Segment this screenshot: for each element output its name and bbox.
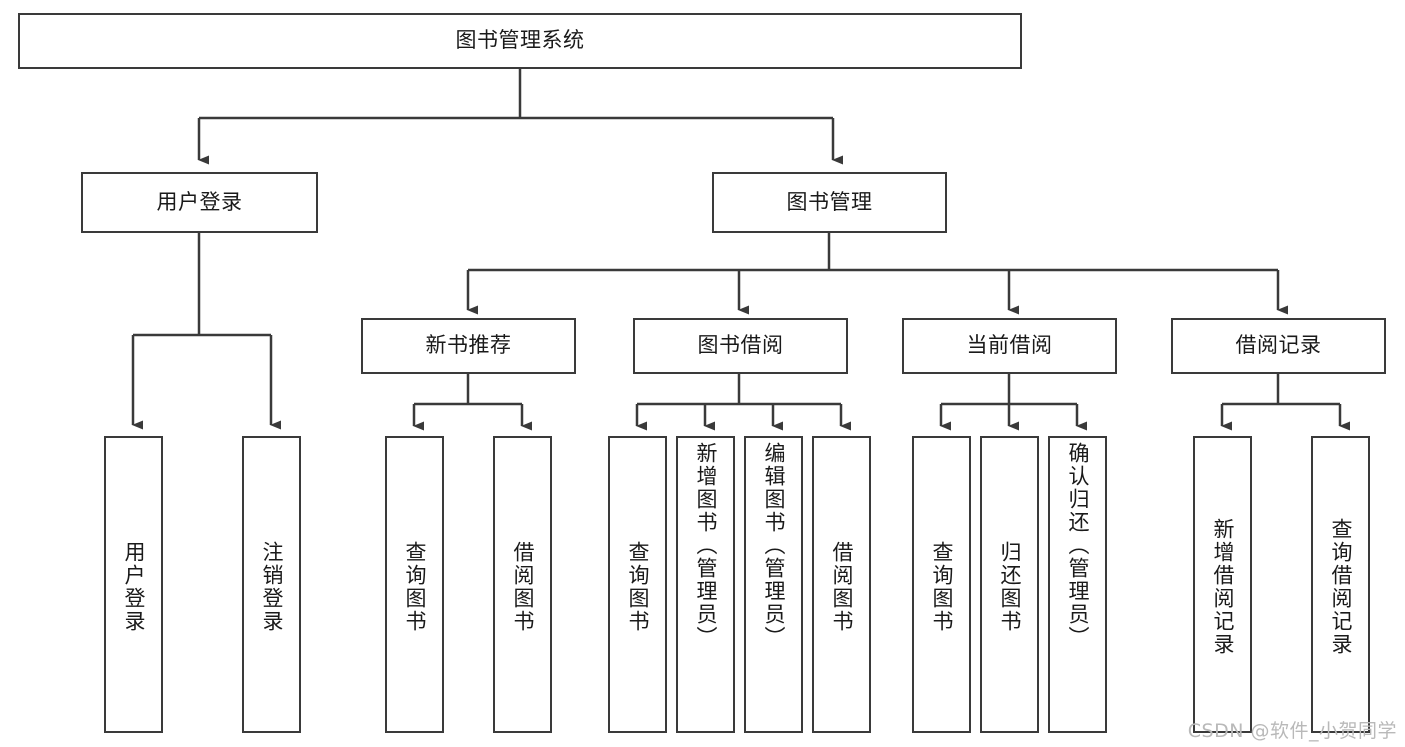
leaf-label: 用户登录 <box>121 540 146 633</box>
leaf-label: 注销登录 <box>259 540 284 633</box>
leaf-label: 编辑图书（管理员） <box>761 442 786 649</box>
leaf-label: 新增图书（管理员） <box>693 442 718 649</box>
node-user-login-label: 用户登录 <box>156 189 243 214</box>
leaf-label: 查询图书 <box>929 540 954 633</box>
node-root-label: 图书管理系统 <box>455 28 585 53</box>
leaf-label: 归还图书 <box>997 540 1022 633</box>
leaf-label: 借阅图书 <box>510 540 535 633</box>
leaf-label: 借阅图书 <box>829 540 854 633</box>
node-book-management-label: 图书管理 <box>786 189 873 214</box>
leaf-new-book-query[interactable]: 查询图书 <box>385 436 444 733</box>
leaf-label: 查询图书 <box>625 540 650 633</box>
node-new-book-recommend[interactable]: 新书推荐 <box>361 318 576 374</box>
node-user-login[interactable]: 用户登录 <box>81 172 318 233</box>
leaf-label: 查询借阅记录 <box>1328 517 1353 656</box>
node-book-borrow-label: 图书借阅 <box>697 333 784 358</box>
leaf-book-borrow-query[interactable]: 查询图书 <box>608 436 667 733</box>
watermark-text: CSDN @软件_小贺同学 <box>1187 720 1397 742</box>
node-current-borrow-label: 当前借阅 <box>966 333 1053 358</box>
node-book-borrow[interactable]: 图书借阅 <box>633 318 848 374</box>
leaf-current-borrow-confirm[interactable]: 确认归还（管理员） <box>1048 436 1107 733</box>
node-book-management[interactable]: 图书管理 <box>712 172 947 233</box>
node-borrow-record-label: 借阅记录 <box>1235 333 1322 358</box>
leaf-label: 新增借阅记录 <box>1210 517 1235 656</box>
leaf-user-login-logout[interactable]: 注销登录 <box>242 436 301 733</box>
leaf-borrow-record-query[interactable]: 查询借阅记录 <box>1311 436 1370 733</box>
node-current-borrow[interactable]: 当前借阅 <box>902 318 1117 374</box>
leaf-user-login-login[interactable]: 用户登录 <box>104 436 163 733</box>
node-root[interactable]: 图书管理系统 <box>18 13 1022 69</box>
leaf-book-borrow-borrow[interactable]: 借阅图书 <box>812 436 871 733</box>
node-borrow-record[interactable]: 借阅记录 <box>1171 318 1386 374</box>
leaf-current-borrow-return[interactable]: 归还图书 <box>980 436 1039 733</box>
leaf-borrow-record-add[interactable]: 新增借阅记录 <box>1193 436 1252 733</box>
leaf-new-book-borrow[interactable]: 借阅图书 <box>493 436 552 733</box>
node-new-book-recommend-label: 新书推荐 <box>425 333 512 358</box>
leaf-book-borrow-edit[interactable]: 编辑图书（管理员） <box>744 436 803 733</box>
leaf-current-borrow-query[interactable]: 查询图书 <box>912 436 971 733</box>
leaf-label: 确认归还（管理员） <box>1065 442 1090 649</box>
leaf-label: 查询图书 <box>402 540 427 633</box>
leaf-book-borrow-add[interactable]: 新增图书（管理员） <box>676 436 735 733</box>
